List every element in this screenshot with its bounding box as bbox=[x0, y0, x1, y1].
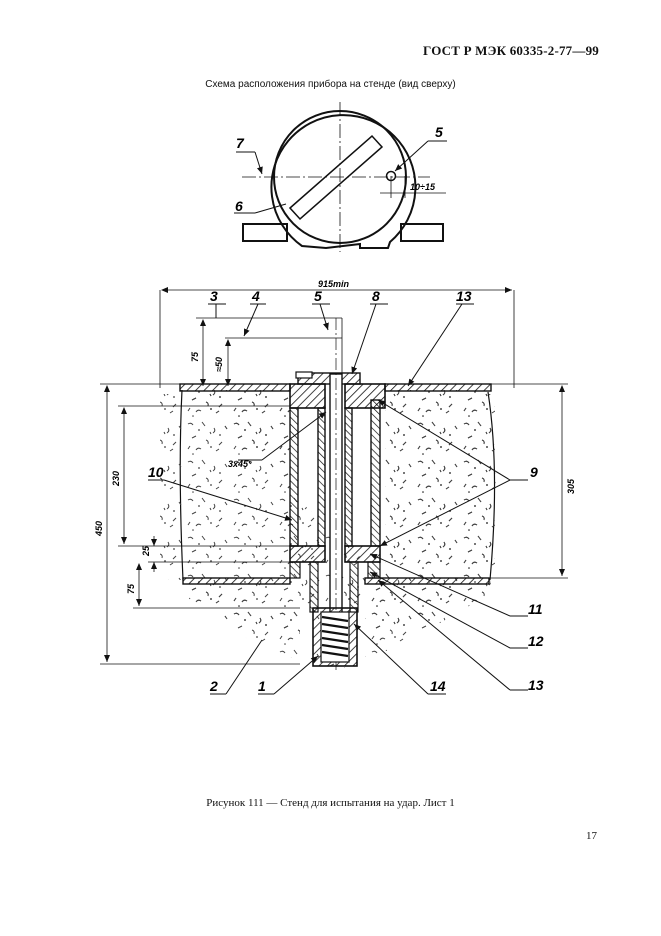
top-view bbox=[234, 102, 447, 252]
dim-450-label: 450 bbox=[94, 521, 104, 537]
callout-8: 8 bbox=[372, 288, 380, 304]
tube-wall-left-outer bbox=[289, 407, 299, 547]
bottom-plate-right bbox=[364, 577, 490, 585]
lower-block-right bbox=[344, 545, 381, 563]
top-view-title: Схема расположения прибора на стенде (ви… bbox=[205, 79, 456, 90]
support-block-left bbox=[242, 223, 288, 242]
dim-75-bottom-label: 75 bbox=[126, 583, 136, 594]
spring bbox=[321, 615, 349, 658]
page-number: 17 bbox=[586, 830, 597, 842]
tube-wall-right-inner bbox=[344, 407, 353, 547]
callout-11: 11 bbox=[528, 601, 543, 617]
callout-14: 14 bbox=[430, 678, 446, 694]
top-plate-right bbox=[384, 383, 492, 392]
callout-2: 2 bbox=[209, 678, 218, 694]
lower-block-left bbox=[289, 545, 326, 563]
section-view bbox=[100, 287, 568, 695]
dim-915-label: 915min bbox=[318, 279, 350, 289]
nut bbox=[295, 371, 313, 379]
callout-5-section: 5 bbox=[314, 288, 322, 304]
sleeve-right bbox=[349, 561, 359, 613]
tube-wall-left-inner bbox=[317, 407, 326, 547]
tube-wall-right-outer bbox=[370, 399, 381, 547]
sleeve-left bbox=[309, 561, 319, 613]
stand-outline bbox=[270, 114, 417, 250]
callout-1: 1 bbox=[258, 678, 266, 694]
callout-9: 9 bbox=[530, 464, 538, 480]
upper-block-left bbox=[289, 383, 326, 409]
support-block-right bbox=[400, 223, 444, 242]
figure-caption: Рисунок 111 — Стенд для испытания на уда… bbox=[206, 797, 455, 809]
dim-25-label: 25 bbox=[141, 545, 151, 557]
callout-10: 10 bbox=[148, 464, 164, 480]
top-plate-left bbox=[179, 383, 291, 392]
callout-4: 4 bbox=[251, 288, 260, 304]
dim-230-label: 230 bbox=[111, 471, 121, 487]
standard-header: ГОСТ Р МЭК 60335-2-77—99 bbox=[423, 43, 599, 58]
dim-305-label: 305 bbox=[566, 478, 576, 494]
chamfer-label: 3x45° bbox=[228, 459, 252, 469]
appliance-diagonal bbox=[288, 134, 384, 221]
callout-3: 3 bbox=[210, 288, 218, 304]
callout-5: 5 bbox=[435, 124, 443, 140]
dim-10-15: 10÷15 bbox=[410, 182, 436, 192]
bottom-plate-left bbox=[182, 577, 291, 585]
callout-13-top: 13 bbox=[456, 288, 472, 304]
dim-75-top-label: 75 bbox=[190, 351, 200, 362]
callout-7: 7 bbox=[236, 135, 245, 151]
dim-50-label: ≈50 bbox=[214, 357, 224, 372]
callout-12: 12 bbox=[528, 633, 544, 649]
callout-13-bottom: 13 bbox=[528, 677, 544, 693]
callout-6: 6 bbox=[235, 198, 243, 214]
